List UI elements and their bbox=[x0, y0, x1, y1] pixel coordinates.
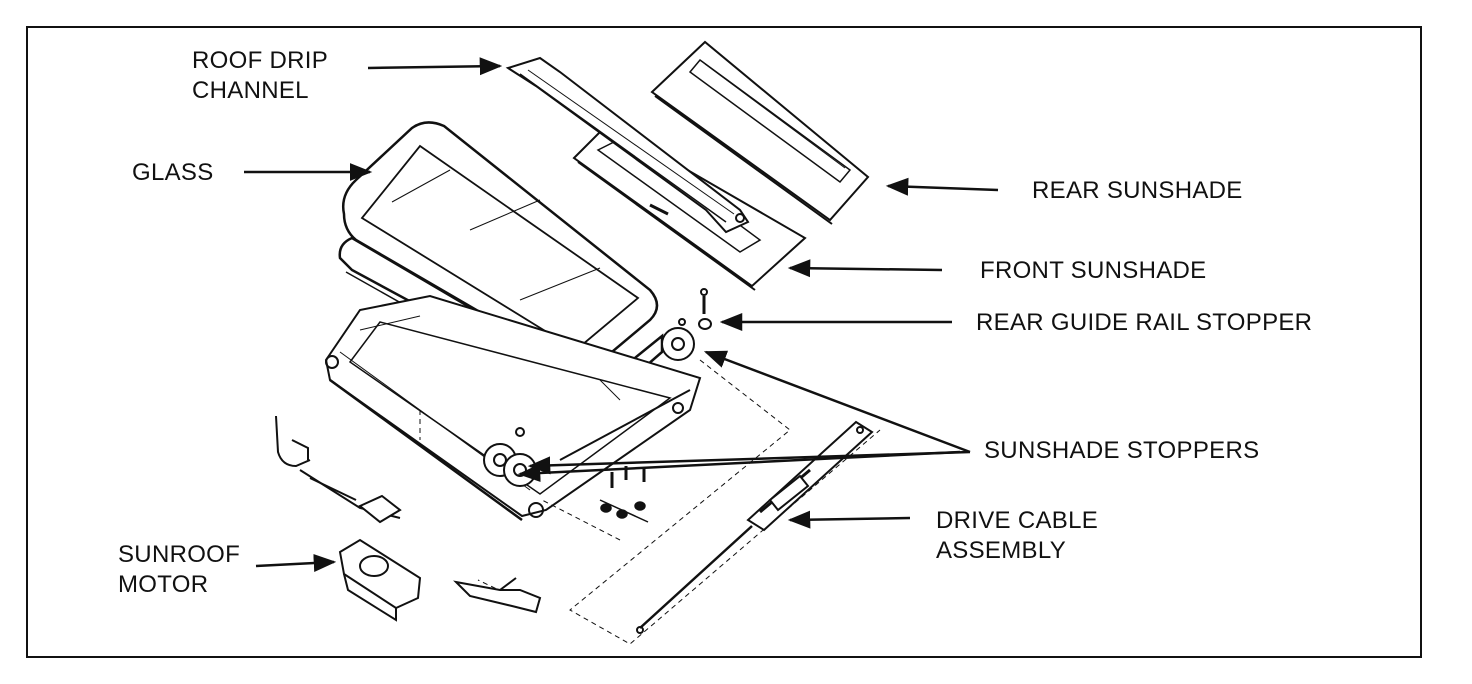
arrow-sunshade-stopper-front-2 bbox=[517, 450, 961, 482]
drive-cable-assembly-part bbox=[636, 420, 874, 634]
rear-guide-rail-stopper-part bbox=[678, 288, 712, 330]
label-sunroof-motor-line2: MOTOR bbox=[118, 571, 209, 598]
label-sunshade-stoppers: SUNSHADE STOPPERS bbox=[984, 437, 1260, 464]
label-rear-guide-rail-stopper: REAR GUIDE RAIL STOPPER bbox=[976, 309, 1313, 336]
label-roof-drip-channel-line2: CHANNEL bbox=[192, 77, 309, 104]
arrow-drive-cable-assembly bbox=[787, 510, 911, 529]
motor-wire-harness-part bbox=[275, 415, 402, 524]
label-front-sunshade: FRONT SUNSHADE bbox=[980, 257, 1207, 284]
label-sunroof-motor-line1: SUNROOF bbox=[118, 541, 241, 568]
label-roof-drip-channel: ROOF DRIP CHANNEL bbox=[192, 46, 328, 106]
arrow-sunroof-motor bbox=[255, 554, 337, 573]
arrow-front-sunshade bbox=[787, 259, 943, 278]
label-drive-cable-assembly: DRIVE CABLE ASSEMBLY bbox=[936, 506, 1098, 566]
sunroof-frame-part bbox=[324, 294, 702, 522]
rear-sunshade-part bbox=[650, 40, 870, 225]
sunroof-motor-part bbox=[338, 538, 422, 622]
assembly-guide-lines bbox=[419, 359, 881, 645]
fastener-parts bbox=[599, 466, 649, 523]
arrow-rear-sunshade bbox=[885, 177, 999, 196]
label-rear-sunshade: REAR SUNSHADE bbox=[1032, 177, 1243, 204]
roof-drip-channel-part bbox=[505, 56, 750, 234]
label-sunroof-motor: SUNROOF MOTOR bbox=[118, 540, 240, 600]
label-roof-drip-channel-line1: ROOF DRIP bbox=[192, 47, 329, 74]
drive-bracket-part bbox=[453, 577, 542, 614]
leader-arrows bbox=[244, 57, 999, 573]
label-glass: GLASS bbox=[132, 159, 214, 186]
label-drive-cable-assembly-line1: DRIVE CABLE bbox=[936, 507, 1099, 534]
arrow-roof-drip-channel bbox=[367, 57, 503, 76]
arrow-sunshade-stopper-rear bbox=[703, 350, 971, 454]
label-drive-cable-assembly-line2: ASSEMBLY bbox=[936, 537, 1067, 564]
